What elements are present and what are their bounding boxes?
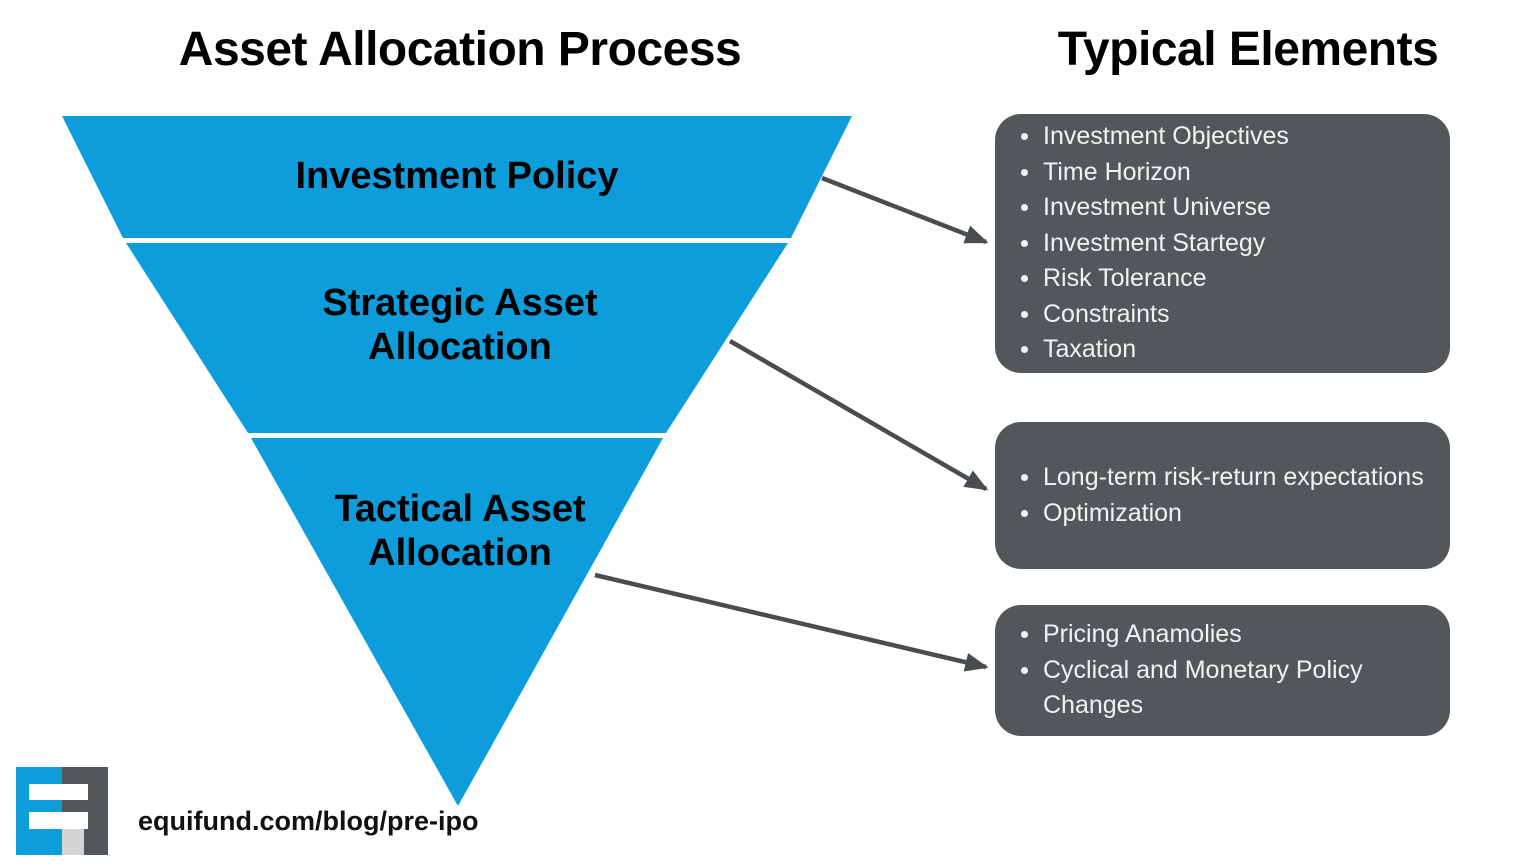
elements-card-strategic-asset-allocation[interactable]: Long-term risk-return expectations Optim… (995, 422, 1450, 569)
page-title-left: Asset Allocation Process (178, 23, 742, 76)
elements-card-investment-policy[interactable]: Investment Objectives Time Horizon Inves… (995, 114, 1450, 373)
list-item: Taxation (1021, 332, 1432, 368)
site-url-text: equifund.com/blog/pre-ipo (138, 806, 479, 836)
page-title-right: Typical Elements (1057, 23, 1439, 76)
funnel-diagram (62, 116, 852, 806)
card-bullet-list: Pricing Anamolies Cyclical and Monetary … (995, 617, 1450, 724)
funnel-band-investment-policy[interactable] (62, 116, 852, 238)
list-item: Pricing Anamolies (1021, 617, 1432, 653)
funnel-band-strategic-asset-allocation[interactable] (126, 243, 788, 433)
list-item: Cyclical and Monetary Policy Changes (1021, 653, 1432, 724)
list-item: Time Horizon (1021, 155, 1432, 191)
card-bullet-list: Investment Objectives Time Horizon Inves… (995, 119, 1450, 368)
list-item: Constraints (1021, 297, 1432, 333)
list-item: Investment Objectives (1021, 119, 1432, 155)
card-bullet-list: Long-term risk-return expectations Optim… (995, 460, 1450, 531)
funnel-band-tactical-asset-allocation[interactable] (251, 438, 663, 806)
list-item: Long-term risk-return expectations (1021, 460, 1432, 496)
list-item: Risk Tolerance (1021, 261, 1432, 297)
list-item: Investment Startegy (1021, 226, 1432, 262)
elements-card-tactical-asset-allocation[interactable]: Pricing Anamolies Cyclical and Monetary … (995, 605, 1450, 736)
list-item: Optimization (1021, 496, 1432, 532)
equifund-logo-icon (16, 767, 108, 855)
list-item: Investment Universe (1021, 190, 1432, 226)
